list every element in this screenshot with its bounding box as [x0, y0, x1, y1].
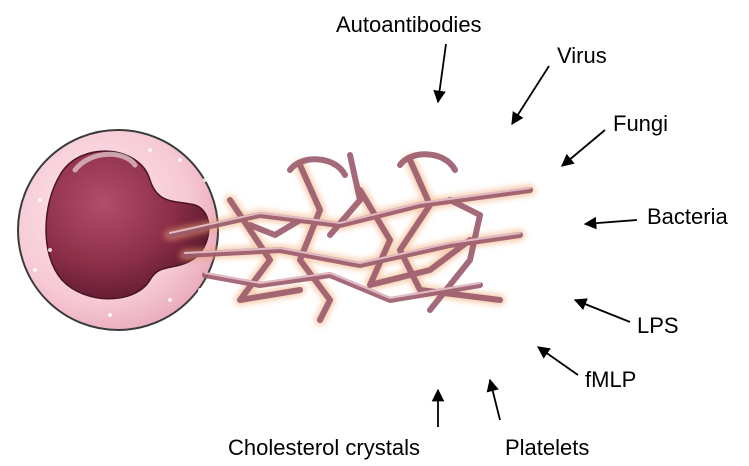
- label-virus: Virus: [557, 45, 607, 67]
- label-autoantibodies: Autoantibodies: [336, 14, 482, 36]
- label-bacteria: Bacteria: [647, 206, 728, 228]
- label-lps: LPS: [637, 315, 679, 337]
- arrow-bacteria: [585, 220, 637, 224]
- arrow-lps: [575, 300, 630, 322]
- extracellular-trap-net: [170, 154, 530, 320]
- label-platelets: Platelets: [505, 437, 589, 459]
- arrow-platelets: [490, 380, 500, 420]
- label-fmlp: fMLP: [585, 369, 636, 391]
- arrow-fungi: [562, 130, 605, 166]
- label-cholesterol-crystals: Cholesterol crystals: [228, 437, 420, 459]
- arrow-autoantibodies: [438, 44, 446, 102]
- arrow-virus: [512, 66, 549, 124]
- label-fungi: Fungi: [613, 113, 668, 135]
- arrow-fmlp: [538, 347, 578, 375]
